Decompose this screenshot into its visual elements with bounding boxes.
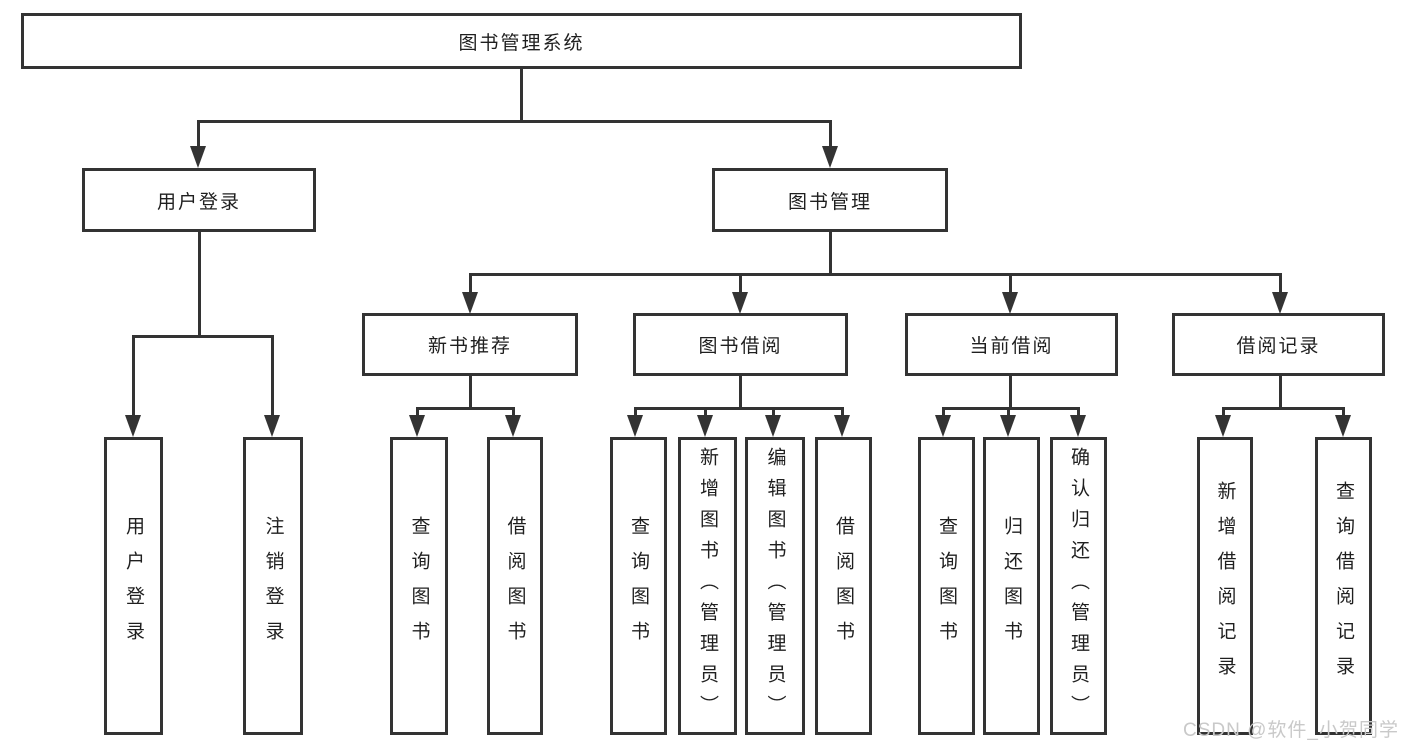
leaf-query-borrow-record: 查询借阅记录 [1315,437,1372,735]
connector-line [829,120,832,146]
connector-line [132,335,135,415]
connector-line [1222,407,1344,410]
leaf-return-book: 归还图书 [983,437,1040,735]
node-current-borrowing: 当前借阅 [905,313,1118,376]
node-root-library-system: 图书管理系统 [21,13,1022,69]
connector-line [942,407,1079,410]
down-arrowhead [697,415,713,437]
leaf-query-books-borrowing: 查询图书 [610,437,667,735]
leaf-edit-book-admin: 编辑图书（管理员） [745,437,805,735]
leaf-query-books-current: 查询图书 [918,437,975,735]
down-arrowhead [1002,292,1018,314]
leaf-borrow-books-borrowing: 借阅图书 [815,437,872,735]
connector-line [1279,376,1282,407]
down-arrowhead [462,292,478,314]
connector-line [704,407,707,415]
connector-line [942,407,945,415]
connector-line [198,232,201,335]
down-arrowhead [264,415,280,437]
connector-line [271,335,274,415]
leaf-borrow-books-recommend: 借阅图书 [487,437,543,735]
connector-line [634,407,637,415]
connector-line [416,407,419,415]
connector-line [1009,376,1012,407]
connector-line [520,69,523,120]
down-arrowhead [1000,415,1016,437]
down-arrowhead [627,415,643,437]
connector-line [841,407,844,415]
down-arrowhead [765,415,781,437]
connector-line [197,120,200,146]
connector-line [1342,407,1345,415]
connector-line [772,407,775,415]
leaf-add-borrow-record: 新增借阅记录 [1197,437,1253,735]
connector-line [469,273,472,293]
connector-line [634,407,843,410]
connector-line [1007,407,1010,415]
node-book-management: 图书管理 [712,168,948,232]
down-arrowhead [1335,415,1351,437]
connector-line [1279,273,1282,293]
down-arrowhead [125,415,141,437]
connector-line [132,335,274,338]
leaf-add-book-admin: 新增图书（管理员） [678,437,737,735]
connector-line [1009,273,1012,293]
down-arrowhead [190,146,206,168]
connector-line [197,120,832,123]
connector-line [469,273,1281,276]
connector-line [469,376,472,407]
node-borrow-records: 借阅记录 [1172,313,1385,376]
leaf-confirm-return-admin: 确认归还（管理员） [1050,437,1107,735]
down-arrowhead [1215,415,1231,437]
down-arrowhead [935,415,951,437]
csdn-watermark: CSDN @软件_小贺同学 [1183,720,1399,741]
connector-line [829,232,832,273]
down-arrowhead [1272,292,1288,314]
node-user-login: 用户登录 [82,168,316,232]
leaf-user-login: 用户登录 [104,437,163,735]
down-arrowhead [834,415,850,437]
down-arrowhead [732,292,748,314]
down-arrowhead [409,415,425,437]
down-arrowhead [1070,415,1086,437]
leaf-query-books-recommend: 查询图书 [390,437,448,735]
down-arrowhead [822,146,838,168]
connector-line [739,376,742,407]
connector-line [416,407,515,410]
node-new-book-recommend: 新书推荐 [362,313,578,376]
leaf-logout: 注销登录 [243,437,303,735]
connector-line [1077,407,1080,415]
connector-line [1222,407,1225,415]
connector-line [739,273,742,293]
connector-line [512,407,515,415]
node-book-borrowing: 图书借阅 [633,313,848,376]
down-arrowhead [505,415,521,437]
